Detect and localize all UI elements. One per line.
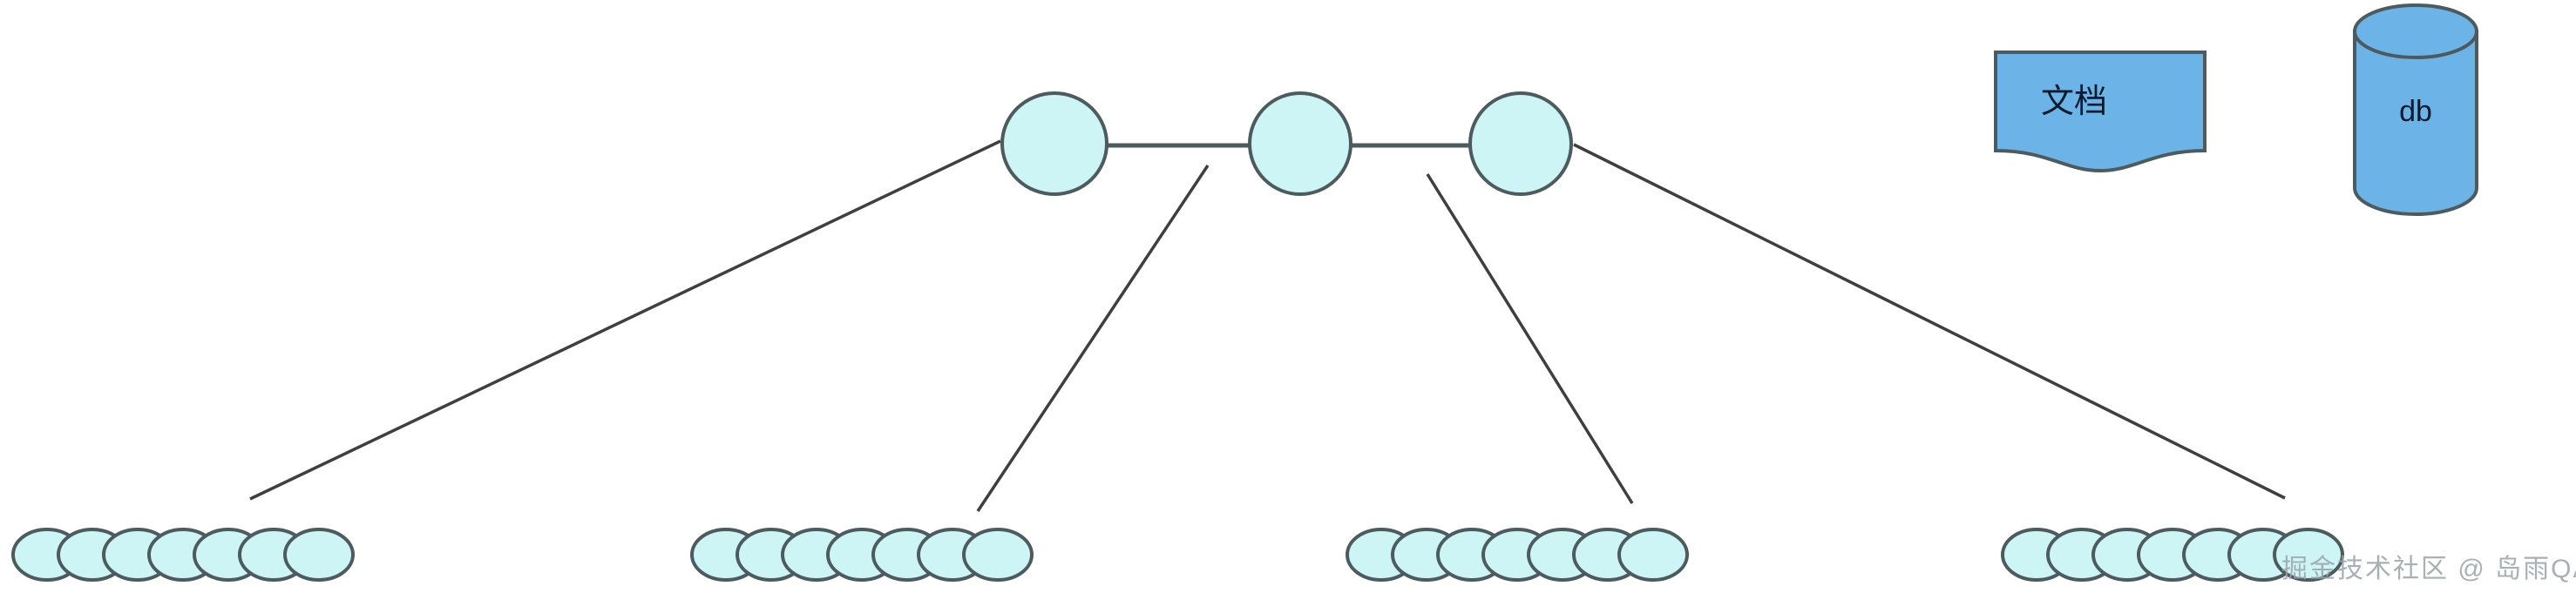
branch-line-3 bbox=[1426, 173, 1634, 504]
top-node-2[interactable] bbox=[1248, 91, 1352, 196]
branch-line-4 bbox=[1573, 143, 2286, 500]
branch-line-2 bbox=[976, 165, 1210, 512]
leaf-group-1 bbox=[11, 528, 355, 582]
top-node-group bbox=[1000, 91, 1573, 196]
leaf-group-2 bbox=[690, 528, 1034, 582]
leaf-group-4 bbox=[2001, 528, 2344, 582]
legend-database-label: db bbox=[2399, 95, 2432, 128]
legend-database[interactable]: db bbox=[2353, 3, 2478, 216]
leaf-node[interactable] bbox=[962, 528, 1034, 582]
leaf-node[interactable] bbox=[2273, 528, 2344, 582]
branch-connectors bbox=[249, 139, 2286, 512]
document-shape-icon bbox=[1994, 51, 2207, 173]
legend-document[interactable]: 文档 bbox=[1994, 51, 2207, 173]
legend-document-label: 文档 bbox=[2041, 84, 2107, 120]
leaf-group-3 bbox=[1346, 528, 1689, 582]
leaf-groups-layer bbox=[11, 528, 2344, 582]
cylinder-top-icon bbox=[2353, 3, 2478, 59]
leaf-node[interactable] bbox=[283, 528, 355, 582]
branch-line-1 bbox=[249, 139, 1001, 501]
leaf-node[interactable] bbox=[1617, 528, 1689, 582]
cylinder-body-icon bbox=[2353, 30, 2478, 216]
top-node-1[interactable] bbox=[1000, 91, 1108, 196]
top-node-3[interactable] bbox=[1468, 91, 1573, 196]
